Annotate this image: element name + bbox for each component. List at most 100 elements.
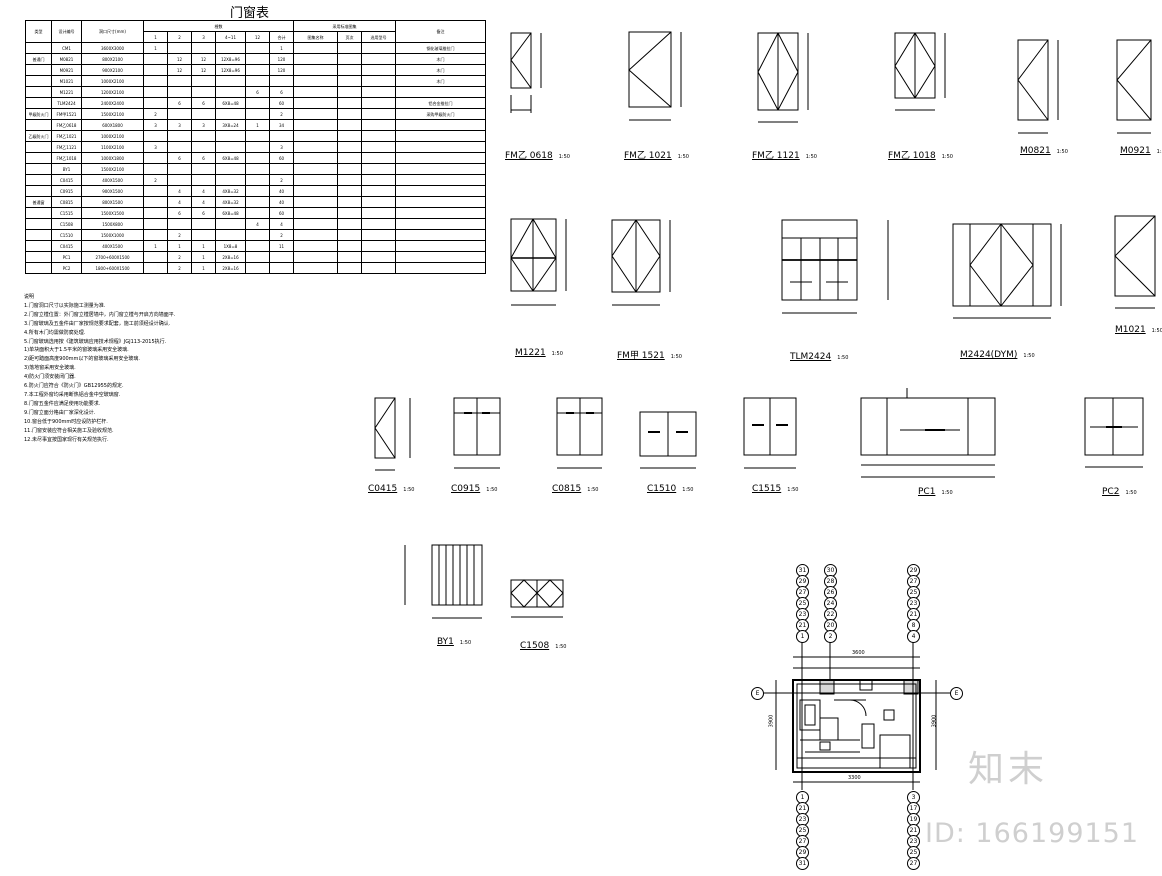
elevation-label-c1515: C1515 1:50 xyxy=(752,484,798,494)
elevation-scale: 1:50 xyxy=(837,355,849,361)
elevation-m0921 xyxy=(1116,39,1152,134)
elevation-scale: 1:50 xyxy=(682,487,694,493)
note-line: 5.门窗玻璃选用按《建筑玻璃应用技术规程》JGJ113-2015执行. xyxy=(24,338,167,345)
elevation-scale: 1:50 xyxy=(1151,328,1162,334)
notes-block: 说明 1.门窗洞口尺寸以实际施工测量为准. 2.门窗立樘位置：外门窗立樘居墙中，内… xyxy=(24,293,494,444)
axis-bubble: 28 xyxy=(824,575,837,588)
elevation-label-c0415: C0415 1:50 xyxy=(368,484,414,494)
elevation-fmz1018 xyxy=(894,32,946,111)
elevation-label-by1: BY1 1:50 xyxy=(437,637,471,647)
elevation-scale: 1:50 xyxy=(677,154,689,160)
notes-lines: 1.门窗洞口尺寸以实际施工测量为准. 2.门窗立樘位置：外门窗立樘居墙中，内门窗立… xyxy=(24,302,494,445)
axis-bubble-row: E xyxy=(950,687,963,700)
note-line: 2.门窗立樘位置：外门窗立樘居墙中，内门窗立樘与开启方向墙面平. xyxy=(24,311,176,318)
elevation-m2424 xyxy=(952,223,1062,319)
elevation-label-pc2: PC2 1:50 xyxy=(1102,487,1137,497)
elevation-code: C1515 xyxy=(752,484,782,494)
elevation-code: C0915 xyxy=(451,484,481,494)
elevation-label-fmz1021: FM乙 1021 1:50 xyxy=(624,148,689,161)
notes-heading: 说明 xyxy=(24,294,35,300)
table-cell xyxy=(360,262,397,274)
elevation-code: FM乙 1121 xyxy=(752,151,800,161)
watermark-id: ID: 166199151 xyxy=(925,818,1140,849)
elevation-scale: 1:50 xyxy=(670,354,682,360)
axis-bubble: 1 xyxy=(796,630,809,643)
axis-bubble: 24 xyxy=(824,597,837,610)
table-cell: 2X8=16 xyxy=(215,262,246,274)
note-line: 12.未尽事宜按国家现行有关规范执行. xyxy=(24,436,109,443)
note-line: 9.门窗立面分格由厂家深化设计. xyxy=(24,409,96,416)
elevation-scale: 1:50 xyxy=(805,154,817,160)
elevation-code: PC2 xyxy=(1102,487,1120,497)
schedule-title: 门窗表 xyxy=(230,6,270,21)
elevation-code: C0415 xyxy=(368,484,398,494)
note-line: 10.窗台低于900mm时应设防护栏杆. xyxy=(24,418,108,425)
note-line: 3.门窗玻璃及五金件由厂家按规范要求配套，施工前须经设计确认. xyxy=(24,320,171,327)
elevation-code: M1221 xyxy=(515,348,546,358)
elevation-code: C0815 xyxy=(552,484,582,494)
elevation-fmz0618 xyxy=(510,32,542,113)
elevation-scale: 1:50 xyxy=(787,487,799,493)
plan-dimension: 3900 xyxy=(768,714,775,728)
note-line: 4)防火门须安装闭门器. xyxy=(24,374,76,381)
note-line: 1)单块面积大于1.5平米的窗玻璃采用安全玻璃. xyxy=(24,347,129,354)
elevation-scale: 1:50 xyxy=(1125,490,1137,496)
elevation-scale: 1:50 xyxy=(403,487,415,493)
note-line: 7.本工程外窗均采用断热铝合金中空玻璃窗. xyxy=(24,391,121,398)
axis-bubble: 8 xyxy=(907,619,920,632)
elevation-code: M1021 xyxy=(1115,325,1146,335)
elevation-code: PC1 xyxy=(918,487,936,497)
elevation-by1 xyxy=(404,544,483,619)
elevation-code: BY1 xyxy=(437,637,454,647)
elevation-c1515 xyxy=(743,397,797,469)
elevation-tlm2424 xyxy=(781,219,889,314)
elevation-label-fmz1121: FM乙 1121 1:50 xyxy=(752,148,817,161)
elevation-c0415 xyxy=(374,397,411,471)
elevation-c0915 xyxy=(453,397,501,469)
elevation-code: TLM2424 xyxy=(790,352,832,362)
note-line: 4.所有木门均需做防腐处理. xyxy=(24,329,86,336)
plan-dimension: 3900 xyxy=(931,714,938,728)
note-line: 6.防火门应符合《防火门》GB12955的规定. xyxy=(24,383,124,390)
elevation-m0821 xyxy=(1017,39,1059,134)
note-line: 2)距可踏面高度900mm以下的窗玻璃采用安全玻璃. xyxy=(24,356,141,363)
note-line: 11.门窗安装应符合相关施工及验收规范. xyxy=(24,427,114,434)
elevation-scale: 1:50 xyxy=(1023,353,1035,359)
elevation-scale: 1:50 xyxy=(1056,149,1068,155)
plan-dimension: 3600 xyxy=(852,650,865,656)
elevation-scale: 1:50 xyxy=(941,490,953,496)
elevation-scale: 1:50 xyxy=(459,640,472,646)
table-cell: 1 xyxy=(191,262,216,274)
axis-bubble-row: E xyxy=(751,687,764,700)
elevation-label-m1021: M1021 1:50 xyxy=(1115,325,1162,335)
elevation-c0815 xyxy=(556,397,603,469)
floor-plan xyxy=(760,640,960,790)
elevation-scale: 1:50 xyxy=(941,154,953,160)
elevation-scale: 1:50 xyxy=(555,644,567,650)
elevation-scale: 1:50 xyxy=(551,351,563,357)
note-line: 1.门窗洞口尺寸以实际施工测量为准. xyxy=(24,302,106,309)
elevation-code: FM乙 1021 xyxy=(624,151,672,161)
elevation-pc2 xyxy=(1084,397,1144,468)
axis-bubble: 31 xyxy=(796,857,809,870)
elevation-fmz1021 xyxy=(628,31,682,121)
